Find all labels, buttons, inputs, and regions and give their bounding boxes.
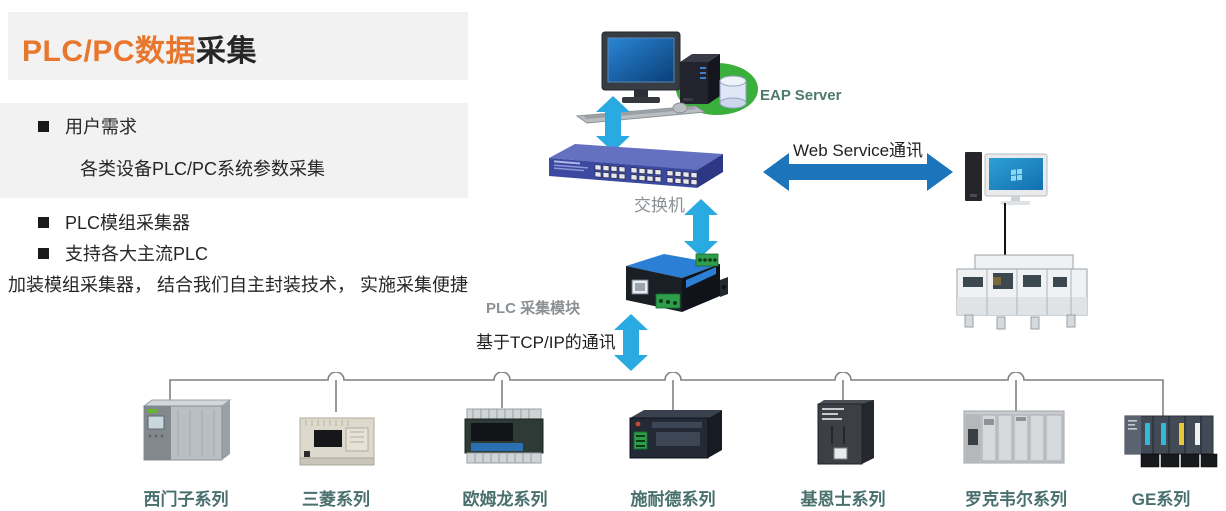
bullet-user-need-label: 用户需求 (65, 117, 137, 137)
plc-series-label: 三菱系列 (302, 490, 370, 509)
solution-note: 加装模组采集器， 结合我们自主封装技术， 实施采集便捷 (8, 275, 468, 295)
plc-module-icon (626, 253, 728, 312)
plc-module-label: PLC 采集模块 (486, 300, 581, 317)
plc-series-label: GE系列 (1131, 490, 1191, 509)
plc-device-omron-icon (464, 408, 544, 464)
switch-label: 交换机 (634, 196, 685, 215)
desktop-computer-icon (601, 31, 681, 103)
bullet-mainstream-plc: 支持各大主流PLC (38, 240, 208, 266)
switch-icon (549, 144, 723, 188)
pc-machine-connector (1004, 203, 1006, 258)
page-title: PLC/PC数据采集 (22, 26, 257, 70)
arrow-module-bus-icon (614, 314, 648, 371)
plc-device-rockwell-icon (963, 410, 1065, 464)
plc-series-label: 基恩士系列 (800, 490, 886, 509)
plc-series-label: 施耐德系列 (630, 490, 716, 509)
plc-device-siemens-icon (142, 399, 232, 461)
client-pc-icon (965, 152, 1048, 205)
plc-device-schneider-icon (629, 410, 722, 459)
tcpip-label: 基于TCP/IP的通讯 (476, 333, 616, 352)
bullet-plc-module: PLC模组采集器 (38, 209, 190, 235)
title-banner (8, 12, 468, 80)
plc-series-label: 欧姆龙系列 (462, 490, 548, 509)
bullet-mainstream-plc-label: 支持各大主流PLC (65, 244, 209, 264)
database-cylinder-icon (719, 75, 747, 109)
page-title-highlight: PLC/PC数据 (22, 35, 197, 68)
page-title-rest: 采集 (196, 35, 258, 68)
plc-series-label: 西门子系列 (143, 490, 229, 509)
mouse-icon (672, 102, 688, 114)
bullet-user-need: 用户需求 (38, 113, 137, 139)
server-tower-icon (680, 54, 720, 104)
plc-device-keyence-icon (817, 400, 874, 465)
eap-server-label: EAP Server (760, 87, 842, 104)
arrow-computer-switch-icon (596, 96, 630, 152)
requirements-panel (0, 103, 468, 198)
machine-icon (956, 254, 1088, 330)
plc-series-label: 罗克韦尔系列 (965, 490, 1067, 509)
bullet-square-icon (38, 216, 49, 228)
arrow-switch-module-icon (684, 199, 718, 257)
bullet-square-icon (38, 120, 49, 132)
user-need-detail: 各类设备PLC/PC系统参数采集 (80, 159, 326, 179)
bullet-plc-module-label: PLC模组采集器 (65, 213, 191, 233)
plc-device-mitsubishi-icon (299, 417, 375, 466)
bullet-square-icon (38, 247, 49, 259)
webservice-label: Web Service通讯 (793, 141, 924, 160)
webservice-arrow-icon (763, 153, 953, 191)
plc-device-ge-icon (1124, 415, 1218, 468)
